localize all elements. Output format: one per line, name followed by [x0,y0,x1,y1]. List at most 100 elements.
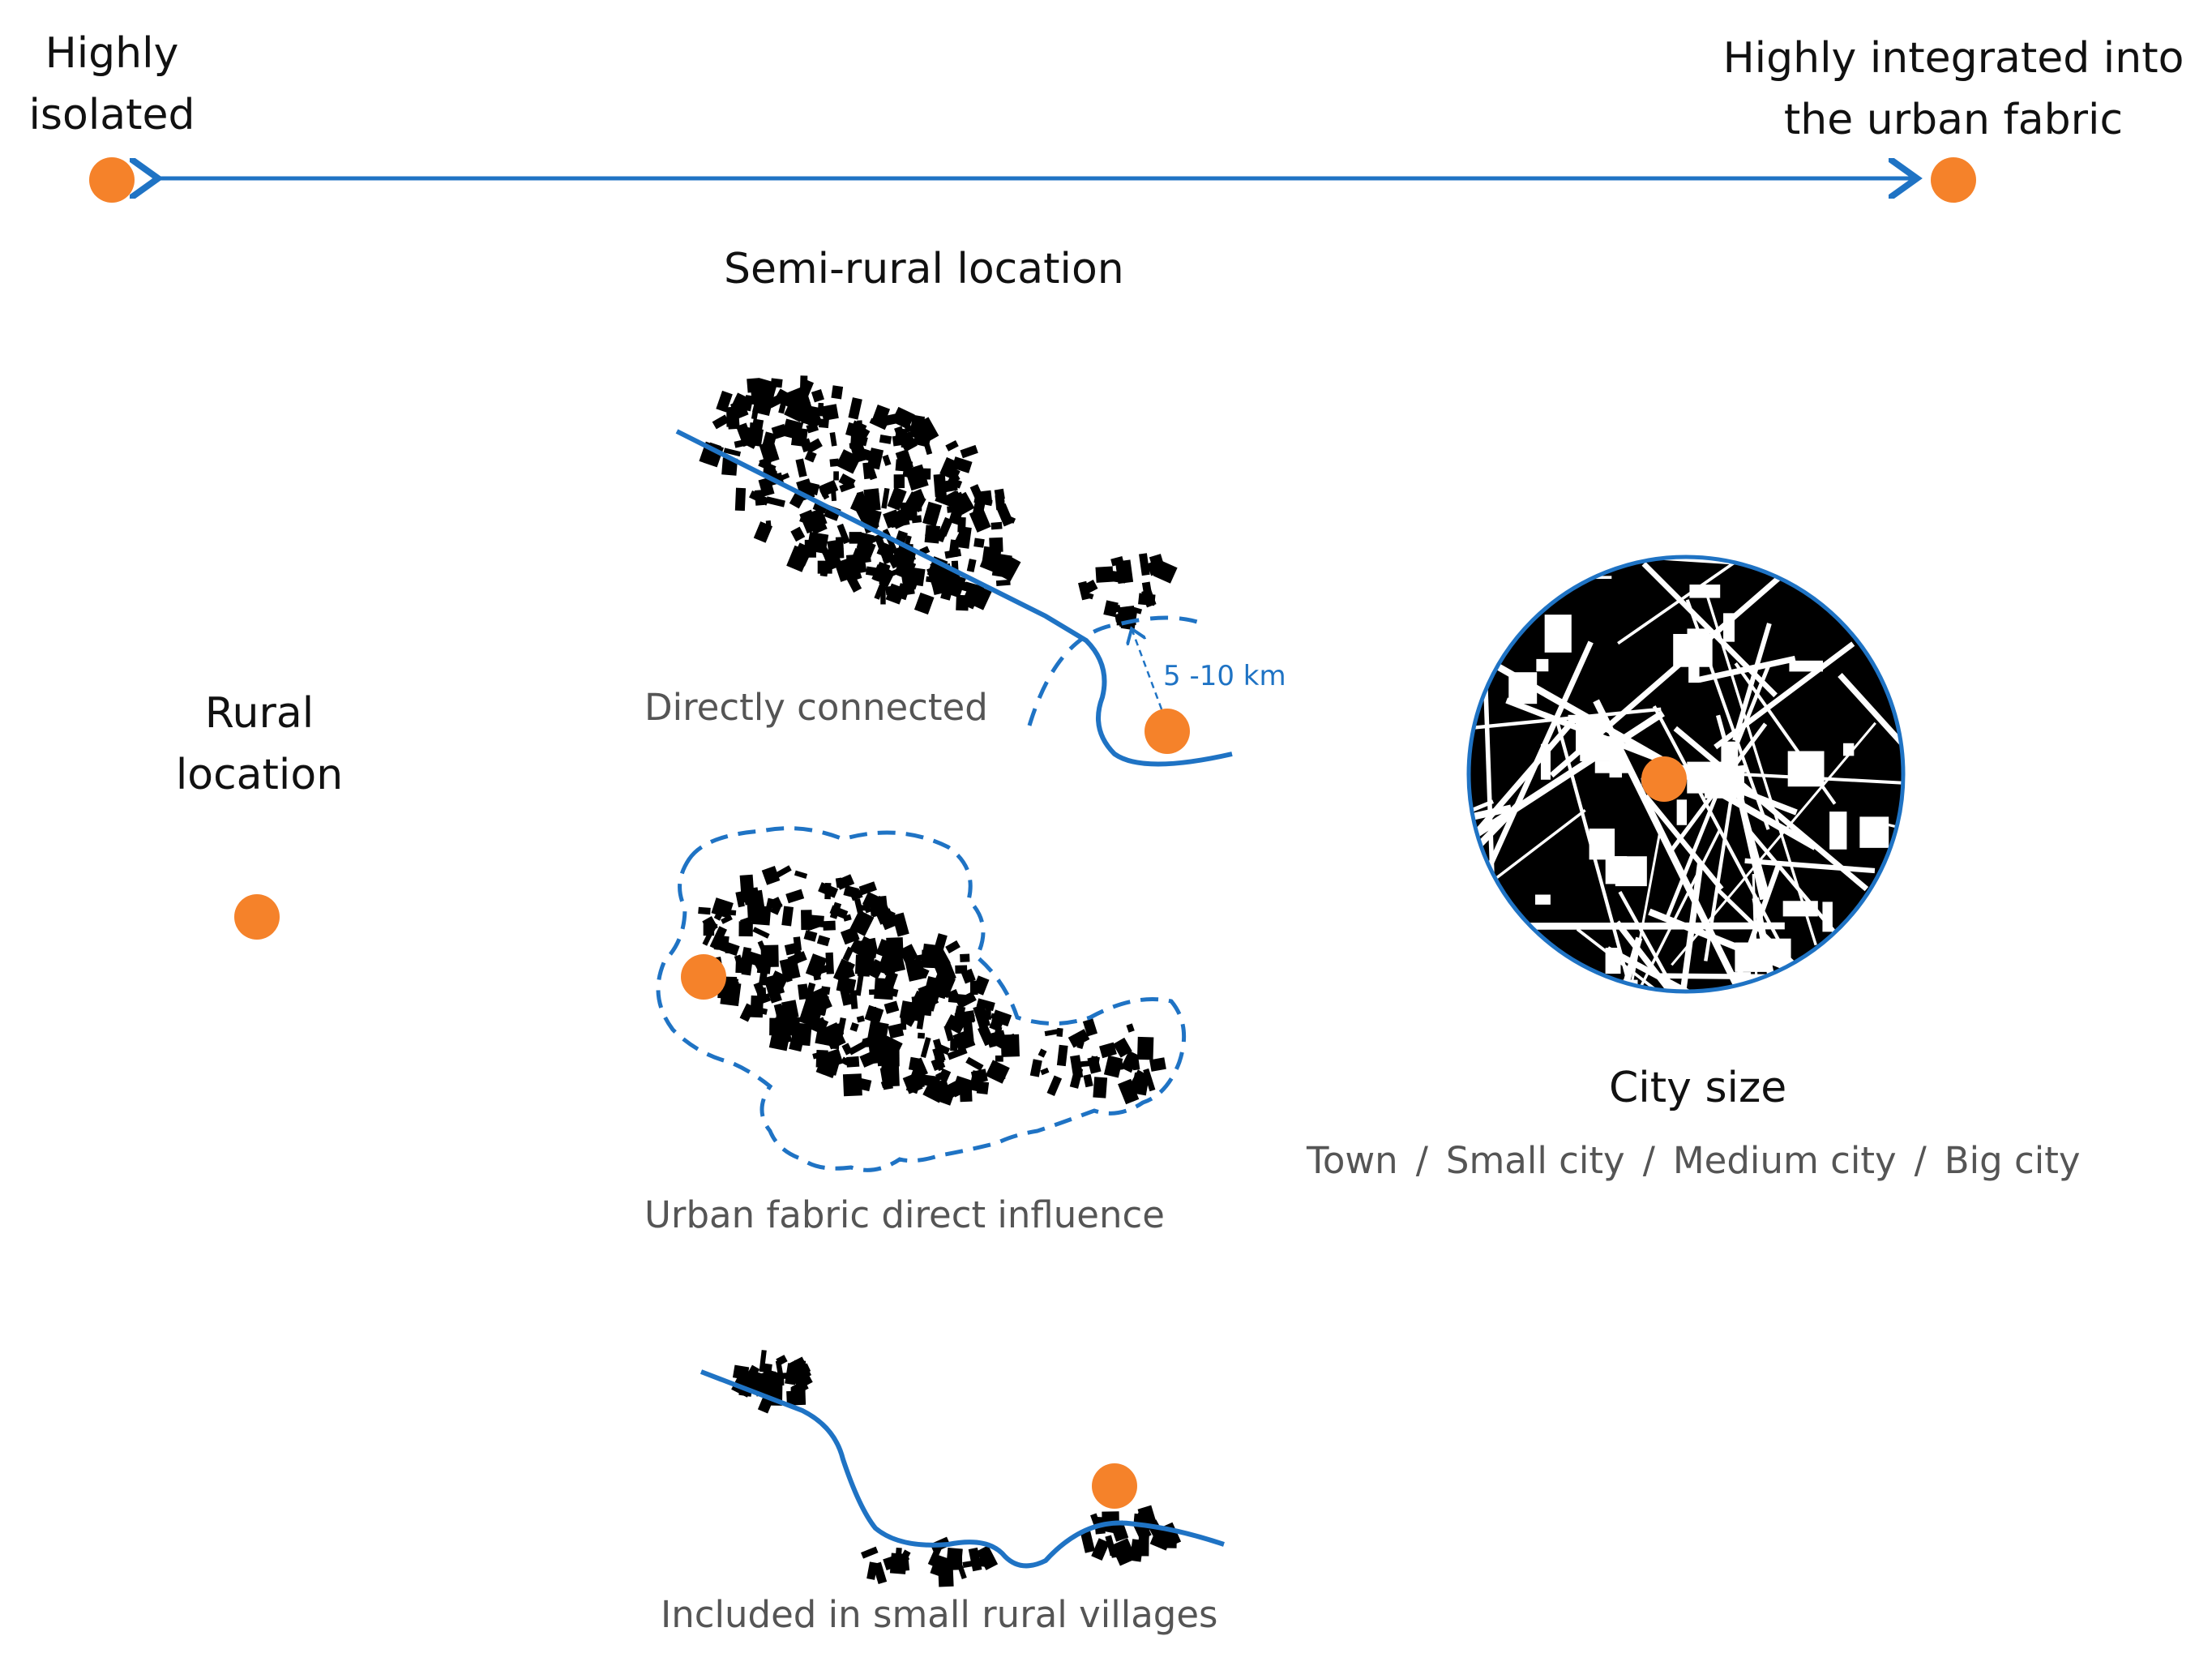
building-footprint [735,891,745,908]
building-footprint [948,574,966,598]
city-street [1469,576,1612,580]
building-footprint [1082,579,1098,595]
city-street [1612,830,1662,991]
building-footprint [989,537,1003,553]
building-footprint [1040,1067,1050,1076]
building-footprint [805,953,828,979]
building-footprint [892,912,909,937]
building-footprint [713,935,729,951]
building-footprint [935,1072,944,1081]
building-footprint [761,865,781,885]
building-footprint [882,970,898,991]
urban-fabric-caption: Urban fabric direct influence [644,1193,1165,1236]
city-open-space [1540,743,1551,780]
building-footprint [817,402,824,417]
building-footprint [955,965,968,974]
city-open-space [1843,987,1874,991]
building-footprint [976,1545,999,1570]
city-open-space [1535,894,1551,905]
integrated-label: Highly integrated into the urban fabric [1722,34,2184,144]
building-footprint [866,1561,878,1580]
building-footprint [854,954,875,975]
building-footprint [869,989,881,996]
building-footprint [830,488,837,502]
building-footprint [911,515,922,524]
city-street [1643,794,1724,891]
building-footprint [754,993,772,1006]
city-open-space [1605,856,1628,884]
building-footprint [1126,1023,1135,1033]
building-footprint [1038,1048,1047,1058]
building-footprint [786,386,811,410]
building-footprint [947,505,963,513]
building-footprint [848,397,862,420]
city-street [1617,557,1744,645]
building-footprint [805,438,823,454]
building-footprint [833,471,839,481]
building-footprint [933,933,948,953]
building-footprint [759,440,780,465]
building-footprint [736,422,754,448]
building-footprint [775,865,792,878]
building-footprint [884,910,896,923]
building-footprint [780,1373,792,1380]
building-footprint [925,526,947,543]
city-size-title: City size [1609,1064,1787,1112]
building-footprint [963,1023,970,1038]
building-footprint [734,487,747,512]
city-open-space [1732,972,1752,991]
building-footprint [976,1081,990,1095]
building-footprint [849,443,855,448]
city-street [1688,1004,1841,1054]
building-footprint [765,520,772,529]
building-footprint [870,511,879,528]
building-footprint [811,389,824,403]
building-footprint [804,450,817,463]
building-footprint [835,877,843,889]
building-footprint [902,1073,923,1094]
city-open-space [1676,799,1688,825]
building-footprint [910,1057,928,1078]
building-footprint [879,1066,893,1090]
building-footprint [832,958,855,984]
city-open-space [1689,585,1721,598]
building-footprint [1139,553,1150,576]
building-footprint [849,938,871,958]
building-footprint [781,1000,799,1020]
city-street [1469,968,1484,991]
building-footprint [899,1549,911,1563]
building-footprint [1099,1042,1117,1059]
city-street [1648,908,1811,980]
building-footprint [1046,1075,1063,1097]
city-street [1469,707,1662,742]
building-footprint [990,521,1003,530]
building-footprint [921,949,936,969]
building-footprint [989,1015,1005,1032]
building-footprint [711,897,734,919]
building-footprint [781,906,794,927]
integrated-marker [1931,157,1976,203]
city-street [1618,890,1808,991]
city-street [1469,597,1488,606]
city-street [1705,591,1817,946]
building-footprint [845,422,855,436]
building-footprint [829,431,837,447]
city-open-space [1495,934,1507,955]
building-footprint [1129,1539,1145,1562]
building-footprint [960,953,970,962]
city-open-space [1829,812,1847,850]
building-footprint [823,920,836,931]
building-footprint [994,488,1005,500]
building-footprint [969,980,978,996]
building-footprint [1091,1538,1110,1561]
city-open-space [1589,829,1615,860]
building-footprint [1093,1077,1108,1099]
building-footprint [698,906,711,915]
building-footprint [742,1364,760,1388]
building-footprint [871,564,884,581]
building-footprint [836,1022,845,1035]
directly-connected-map: 5 -10 km [675,375,1286,767]
city-street [1910,773,2057,1058]
size-separator: / [1642,1139,1655,1182]
city-street [1598,977,1803,991]
